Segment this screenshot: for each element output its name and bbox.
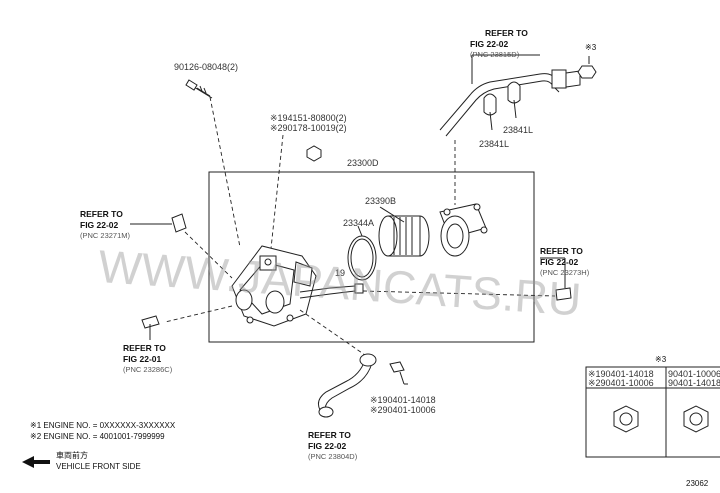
watermark: WWW.JAPANCATS.RU bbox=[97, 240, 583, 326]
ref-bl-line3: (PNC 23286C) bbox=[123, 365, 173, 374]
nut-box-a[interactable] bbox=[613, 405, 639, 433]
ref-bot-line3: (PNC 23804D) bbox=[308, 452, 358, 461]
label-mark3-box: ※3 bbox=[655, 355, 667, 364]
filter-element-23390b[interactable] bbox=[378, 215, 430, 257]
clamp-23841l-b[interactable] bbox=[507, 81, 521, 119]
ref-top-line1[interactable]: REFER TO bbox=[485, 28, 528, 38]
label-mark3-top: ※3 bbox=[585, 43, 597, 52]
ref-left-line3: (PNC 23271M) bbox=[80, 231, 131, 240]
leader-23390b bbox=[379, 206, 405, 223]
label-23390b[interactable]: 23390B bbox=[365, 196, 396, 206]
ref-bot-line2[interactable]: FIG 22-02 bbox=[308, 441, 347, 451]
label-23344a[interactable]: 23344A bbox=[343, 218, 374, 228]
front-label-jp: 車両前方 bbox=[56, 450, 88, 460]
label-bolt-1[interactable]: ※190401-14018 bbox=[370, 395, 436, 405]
outlet-pipe-2 bbox=[299, 290, 356, 299]
filter-housing-cap[interactable] bbox=[439, 203, 488, 257]
ref-right-line1[interactable]: REFER TO bbox=[540, 246, 583, 256]
label-ref-94151[interactable]: ※194151-80800(2) bbox=[270, 113, 347, 123]
bolt-90401[interactable] bbox=[389, 361, 408, 385]
ref-bl-line1[interactable]: REFER TO bbox=[123, 343, 166, 353]
pipe-stub-23271m[interactable] bbox=[130, 213, 187, 233]
box-b-line2[interactable]: 90401-14018 bbox=[668, 378, 720, 388]
leader-90126 bbox=[209, 96, 241, 248]
label-hidden-num: 19 bbox=[335, 268, 345, 278]
engine-note-2: ※2 ENGINE NO. = 4001001-7999999 bbox=[30, 432, 165, 441]
ref-top-line3: (PNC 23815D) bbox=[470, 50, 520, 59]
ref-bl-line2[interactable]: FIG 22-01 bbox=[123, 354, 162, 364]
leader-bottom bbox=[299, 309, 366, 356]
label-23300d[interactable]: 23300D bbox=[347, 158, 379, 168]
nut-box-b[interactable] bbox=[683, 405, 709, 433]
ref-left-line1[interactable]: REFER TO bbox=[80, 209, 123, 219]
ref-right-line3: (PNC 23273H) bbox=[540, 268, 590, 277]
bolt-mark3-top[interactable] bbox=[577, 56, 597, 79]
washer-94151[interactable] bbox=[306, 145, 322, 162]
label-23841l-a[interactable]: 23841L bbox=[503, 125, 533, 135]
box-a-line1[interactable]: ※190401-14018 bbox=[588, 369, 654, 379]
vehicle-front-arrow-icon bbox=[22, 456, 50, 468]
box-a-line2[interactable]: ※290401-10006 bbox=[588, 378, 654, 388]
ref-bot-line1[interactable]: REFER TO bbox=[308, 430, 351, 440]
reference-table bbox=[585, 366, 720, 458]
leader-23344a bbox=[357, 225, 363, 237]
pipe-end bbox=[354, 283, 364, 294]
assembly-frame-23300d bbox=[208, 171, 535, 343]
pipe-stub-23273h[interactable] bbox=[540, 257, 572, 301]
leader-94151 bbox=[269, 134, 284, 259]
ref-top-line2[interactable]: FIG 22-02 bbox=[470, 39, 509, 49]
pipe-stub-23286c[interactable] bbox=[141, 315, 160, 340]
label-bolt-2[interactable]: ※290401-10006 bbox=[370, 405, 436, 415]
front-label-en: VEHICLE FRONT SIDE bbox=[56, 462, 141, 471]
label-90126[interactable]: 90126-08048(2) bbox=[174, 62, 238, 72]
clamp-23841l-a[interactable] bbox=[483, 93, 497, 131]
label-ref-90178[interactable]: ※290178-10019(2) bbox=[270, 123, 347, 133]
leader-refer-left bbox=[184, 231, 233, 279]
fuel-pump-body[interactable] bbox=[231, 245, 317, 327]
bracket-pipe-23804d[interactable] bbox=[318, 353, 377, 418]
ref-right-line2[interactable]: FIG 22-02 bbox=[540, 257, 579, 267]
box-b-line1[interactable]: 90401-10006 bbox=[668, 369, 720, 379]
o-ring-23344a[interactable] bbox=[347, 235, 377, 281]
label-23841l-b[interactable]: 23841L bbox=[479, 139, 509, 149]
outlet-pipe bbox=[299, 285, 356, 293]
ref-left-line2[interactable]: FIG 22-02 bbox=[80, 220, 119, 230]
stud-bolt-90126[interactable] bbox=[185, 79, 213, 99]
engine-note-1: ※1 ENGINE NO. = 0XXXXXX-3XXXXXX bbox=[30, 421, 176, 430]
leader-left-pipe bbox=[164, 305, 233, 323]
figure-code: 23062 bbox=[686, 479, 709, 488]
